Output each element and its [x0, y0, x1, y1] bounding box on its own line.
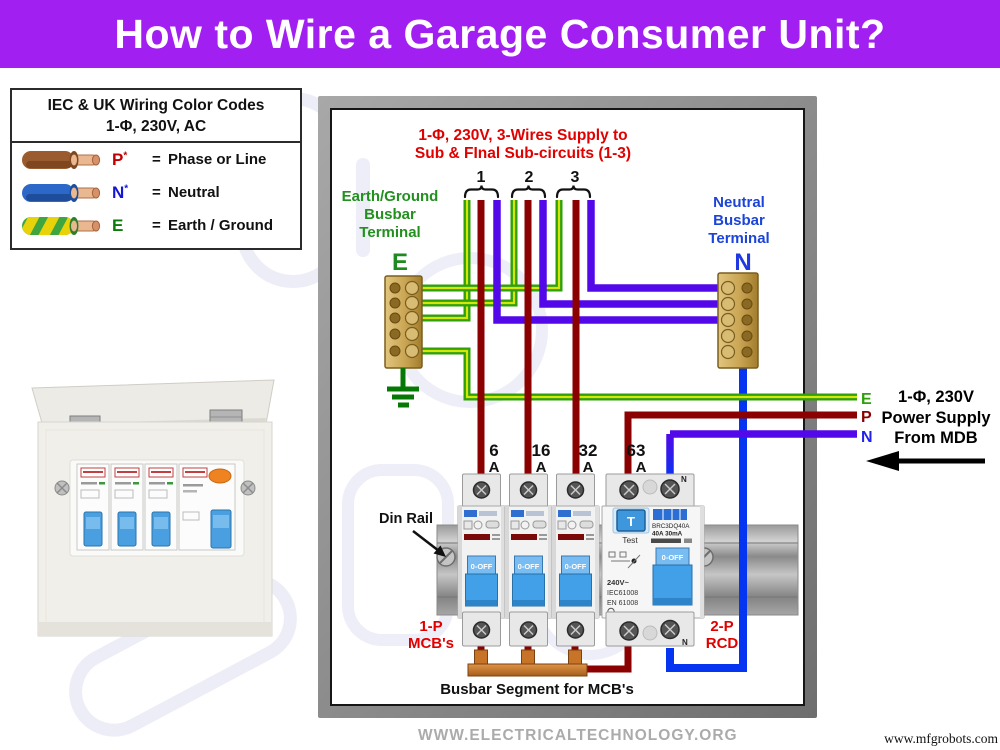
supply-heading-line1: 1-Φ, 230V, 3-Wires Supply to — [418, 127, 627, 144]
busbar-segment-label: Busbar Segment for MCB's — [440, 681, 634, 698]
mcb-tag-line1: 1-P — [419, 618, 442, 635]
mcb-toggle-label: 0-OFF — [518, 562, 540, 571]
legend-row-phase: P* = Phase or Line — [12, 143, 300, 176]
rcd-test-button — [616, 509, 646, 532]
earth-busbar — [384, 275, 423, 408]
mdb-supply-line1: 1-Φ, 230V — [898, 388, 974, 406]
mcb2-rating-amps: 16 — [532, 441, 551, 460]
brown-phase-wire-icon — [22, 150, 101, 169]
wiring-diagram: 0-OFF 0-OFF — [318, 96, 991, 718]
neutral-busbar-to-rcd-wire — [666, 367, 747, 672]
ground-symbol — [387, 368, 419, 408]
supply-direction-arrow — [866, 451, 985, 471]
neutral-symbol: N* — [112, 182, 129, 202]
blue-neutral-wire-icon — [22, 183, 101, 202]
supply-p-label: P — [861, 409, 872, 426]
mcb1-rating-unit: A — [489, 459, 500, 476]
legend-title-line1: IEC & UK Wiring Color Codes — [47, 97, 265, 114]
rcd-rating-unit: A — [636, 459, 647, 476]
page-title: How to Wire a Garage Consumer Unit? — [114, 10, 886, 57]
rcd-brand-mark — [653, 509, 687, 520]
neutral-busbar-label-line2: Busbar — [713, 212, 765, 229]
mcb1-rating-amps: 6 — [489, 441, 498, 460]
rcd-tag-line2: RCD — [706, 635, 739, 652]
rcd-standard-1: IEC61008 — [607, 590, 638, 597]
circuit-number-3: 3 — [571, 169, 580, 186]
legend-row-neutral: N* = Neutral — [12, 176, 300, 209]
rcd-model: BRC3DQ40A — [652, 523, 690, 530]
rcd-n-marker-top: N — [681, 475, 687, 484]
legend-row-earth: E = Earth / Ground — [12, 209, 300, 248]
title-bar: How to Wire a Garage Consumer Unit? — [0, 0, 1000, 68]
circuit-number-1: 1 — [477, 169, 486, 186]
neutral-wires — [493, 200, 857, 438]
neutral-busbar-letter: N — [734, 249, 751, 276]
neutral-busbar-label-line1: Neutral — [713, 194, 765, 211]
consumer-unit-photo — [31, 379, 275, 637]
rcd-test-button-photo — [208, 468, 232, 484]
rcd-test-label: Test — [622, 535, 638, 545]
din-rail-arrow — [412, 530, 446, 557]
earth-wires — [420, 200, 857, 401]
earth-label: Earth / Ground — [168, 217, 273, 234]
rcd-circuit-glyph — [608, 551, 641, 569]
earth-busbar-label-line2: Busbar — [364, 206, 416, 223]
earth-busbar-letter: E — [392, 249, 408, 276]
equals-sign: = — [152, 184, 161, 201]
enclosure-bottom-shade — [38, 622, 272, 636]
neutral-busbar — [717, 272, 759, 369]
mounting-screw — [54, 480, 70, 496]
rcd-n-marker-bottom: N — [682, 638, 688, 647]
mcb-toggle-label: 0-OFF — [471, 562, 493, 571]
supply-n-label: N — [861, 429, 873, 446]
rcd-rating-amps: 63 — [627, 441, 646, 460]
equals-sign: = — [152, 151, 161, 168]
rcd: N T Test BRC3DQ40A 40A 30mA — [601, 473, 705, 647]
phase-label: Phase or Line — [168, 151, 267, 168]
mcb3-rating-amps: 32 — [579, 441, 598, 460]
equals-sign: = — [152, 217, 161, 234]
mcb3-rating-unit: A — [583, 459, 594, 476]
neutral-label: Neutral — [168, 184, 220, 201]
mounting-screw — [240, 480, 256, 496]
legend-title-line2: 1-Φ, 230V, AC — [105, 118, 207, 135]
mcb-1: 0-OFF — [457, 473, 506, 647]
mdb-supply-line3: From MDB — [894, 429, 977, 447]
mcb-busbar-comb — [467, 649, 588, 677]
rcd-voltage: 240V~ — [607, 578, 630, 587]
photo-mcb — [110, 463, 144, 551]
phase-wires — [477, 200, 857, 673]
color-code-legend: IEC & UK Wiring Color Codes 1-Φ, 230V, A… — [10, 88, 302, 250]
wiring — [420, 200, 857, 673]
supply-e-label: E — [861, 391, 872, 408]
legend-title: IEC & UK Wiring Color Codes 1-Φ, 230V, A… — [12, 90, 300, 143]
phase-symbol: P* — [112, 149, 128, 169]
earth-busbar-label-line3: Terminal — [359, 224, 420, 241]
rcd-tag-line1: 2-P — [710, 618, 733, 635]
rcd-test-button-label: T — [627, 514, 635, 529]
mcb-tag-line2: MCB's — [408, 635, 454, 652]
photo-mcb — [144, 463, 178, 551]
mcb2-rating-unit: A — [536, 459, 547, 476]
earth-symbol: E — [112, 215, 124, 235]
mcb-toggle-label: 0-OFF — [565, 562, 587, 571]
mdb-supply-line2: Power Supply — [881, 409, 991, 427]
circuit-braces — [463, 185, 592, 199]
photo-mcb — [76, 463, 110, 551]
photo-rcd — [178, 463, 236, 551]
mcb-2: 0-OFF — [504, 473, 553, 647]
din-rail-label: Din Rail — [379, 511, 433, 527]
neutral-busbar-label-line3: Terminal — [708, 230, 769, 247]
site-credit: WWW.ELECTRICALTECHNOLOGY.ORG — [418, 727, 738, 744]
circuit-number-2: 2 — [525, 169, 534, 186]
supply-heading-line2: Sub & FInal Sub-circuits (1-3) — [415, 145, 631, 162]
rcd-toggle-label: 0-OFF — [662, 553, 684, 562]
mcb-3: 0-OFF — [551, 473, 600, 647]
green-yellow-earth-wire-icon — [22, 216, 101, 235]
watermark-credit: www.mfgrobots.com — [884, 731, 998, 746]
rcd-standard-2: EN 61008 — [607, 600, 638, 607]
earth-busbar-label-line1: Earth/Ground — [342, 188, 439, 205]
rcd-rating: 40A 30mA — [652, 531, 683, 538]
